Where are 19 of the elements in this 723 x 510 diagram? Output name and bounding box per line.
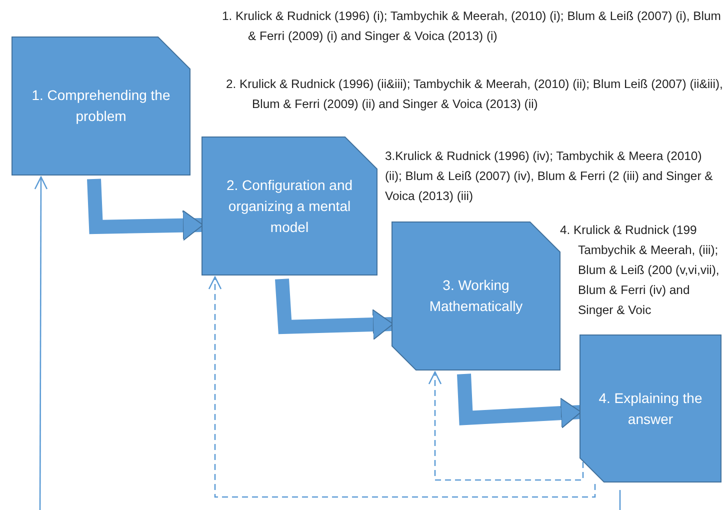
step-title: 4. Explaining the answer	[598, 388, 704, 428]
step-box	[392, 222, 560, 370]
step-box	[580, 335, 721, 482]
connector-line	[619, 490, 621, 510]
arrow	[428, 371, 584, 481]
arrow	[34, 176, 48, 510]
step-box	[202, 137, 377, 275]
step-title: 2. Configuration and organizing a mental model	[225, 176, 354, 236]
step-title: 3. Working Mathematically	[428, 276, 524, 316]
reference-note: 4. Krulick & Rudnick (199 Tambychik & Meerah, (iii); Blum & Leiß (200 (v,vi,vii), Blum & Ferri (iv) and Singer & Voic	[560, 222, 720, 319]
step-box	[12, 37, 190, 175]
block-arrow	[457, 374, 582, 429]
block-arrow	[275, 278, 394, 340]
reference-note: 3.Krulick & Rudnick (1996) (iv); Tambychik & Meera (2010) (ii); Blum & Leiß (2007) (iv), Blum & Ferri (2 (iii) and Singer & Voica (2013) (iii)	[385, 148, 714, 205]
step-title: 1. Comprehending the problem	[30, 86, 172, 126]
block-arrow	[87, 178, 204, 241]
reference-note: 1. Krulick & Rudnick (1996) (i); Tambychik & Meerah, (2010) (i); Blum & Leiß (2007) (i), Blum & Ferri (2009) (i) and Singer & Voica (2013) (i)	[222, 8, 722, 45]
arrow	[208, 276, 596, 498]
reference-note: 2. Krulick & Rudnick (1996) (ii&iii); Tambychik & Meerah, (2010) (ii); Blum Leiß (2007) (ii&iii), Blum & Ferri (2009) (ii) and Singer & Voica (2013) (ii)	[226, 76, 723, 113]
